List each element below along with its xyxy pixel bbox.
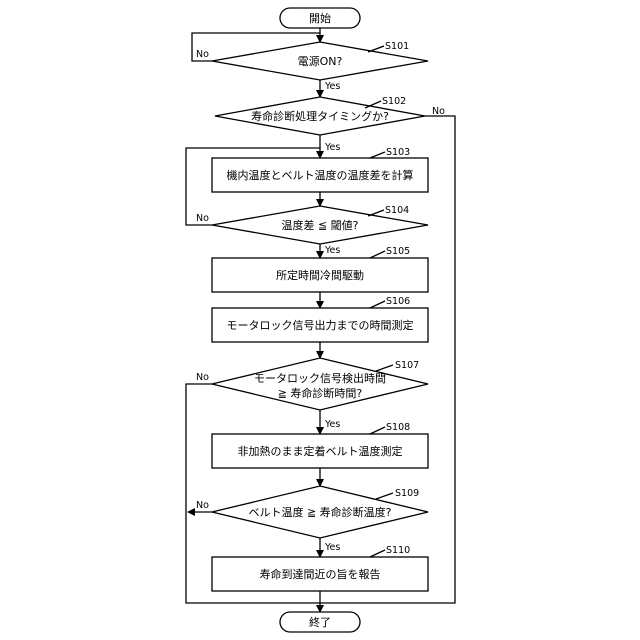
step-id-leader xyxy=(370,251,385,258)
step-id-leader xyxy=(370,152,385,158)
no-label-s101: No xyxy=(196,49,209,60)
step-id-s103: S103 xyxy=(386,147,410,158)
step-id-leader xyxy=(368,210,384,216)
step-id-leader xyxy=(376,365,393,371)
step-id-s110: S110 xyxy=(386,545,410,556)
yes-label-s102: Yes xyxy=(324,142,340,153)
step-id-s105: S105 xyxy=(386,246,410,257)
no-label-s109: No xyxy=(196,500,209,511)
step-id-leader xyxy=(376,493,393,499)
decision-s101: 電源ON? S101 xyxy=(212,41,428,80)
decision-s102-text: 寿命診断処理タイミングか? xyxy=(251,109,389,123)
step-id-leader xyxy=(370,301,385,308)
start-terminal: 開始 xyxy=(280,8,360,28)
no-label-s107: No xyxy=(196,372,209,383)
start-label: 開始 xyxy=(309,11,331,25)
end-terminal: 終了 xyxy=(280,612,360,632)
decision-s107-line1: モータロック信号検出時間 xyxy=(254,371,386,385)
process-s103-text: 機内温度とベルト温度の温度差を計算 xyxy=(227,168,414,182)
step-id-leader xyxy=(370,427,385,434)
step-id-s108: S108 xyxy=(386,422,410,433)
step-id-s101: S101 xyxy=(385,41,409,52)
decision-s107: モータロック信号検出時間 ≧ 寿命診断時間? S107 xyxy=(212,358,428,410)
yes-label-s109: Yes xyxy=(324,542,340,553)
decision-s101-text: 電源ON? xyxy=(298,54,343,68)
yes-label-s107: Yes xyxy=(324,419,340,430)
decision-s104: 温度差 ≦ 閾値? S104 xyxy=(212,205,428,244)
step-id-s109: S109 xyxy=(395,488,419,499)
step-id-s104: S104 xyxy=(385,205,409,216)
yes-label-s101: Yes xyxy=(324,81,340,92)
decision-s107-line2: ≧ 寿命診断時間? xyxy=(278,386,363,400)
process-s105-text: 所定時間冷間駆動 xyxy=(276,268,364,282)
decision-s104-text: 温度差 ≦ 閾値? xyxy=(281,218,358,232)
step-id-s106: S106 xyxy=(386,296,410,307)
no-label-s102: No xyxy=(432,106,445,117)
process-s110-text: 寿命到達間近の旨を報告 xyxy=(260,567,381,581)
step-id-leader xyxy=(370,550,385,557)
end-label: 終了 xyxy=(309,615,331,629)
decision-s109: ベルト温度 ≧ 寿命診断温度? S109 xyxy=(212,486,428,538)
decision-s102: 寿命診断処理タイミングか? S102 xyxy=(215,96,425,135)
step-id-s102: S102 xyxy=(382,96,406,107)
yes-label-s104: Yes xyxy=(324,245,340,256)
process-s108-text: 非加熱のまま定着ベルト温度測定 xyxy=(238,444,403,458)
decision-s109-text: ベルト温度 ≧ 寿命診断温度? xyxy=(248,505,391,519)
no-label-s104: No xyxy=(196,213,209,224)
process-s106-text: モータロック信号出力までの時間測定 xyxy=(227,318,414,332)
step-id-leader xyxy=(368,46,384,52)
step-id-s107: S107 xyxy=(395,360,419,371)
